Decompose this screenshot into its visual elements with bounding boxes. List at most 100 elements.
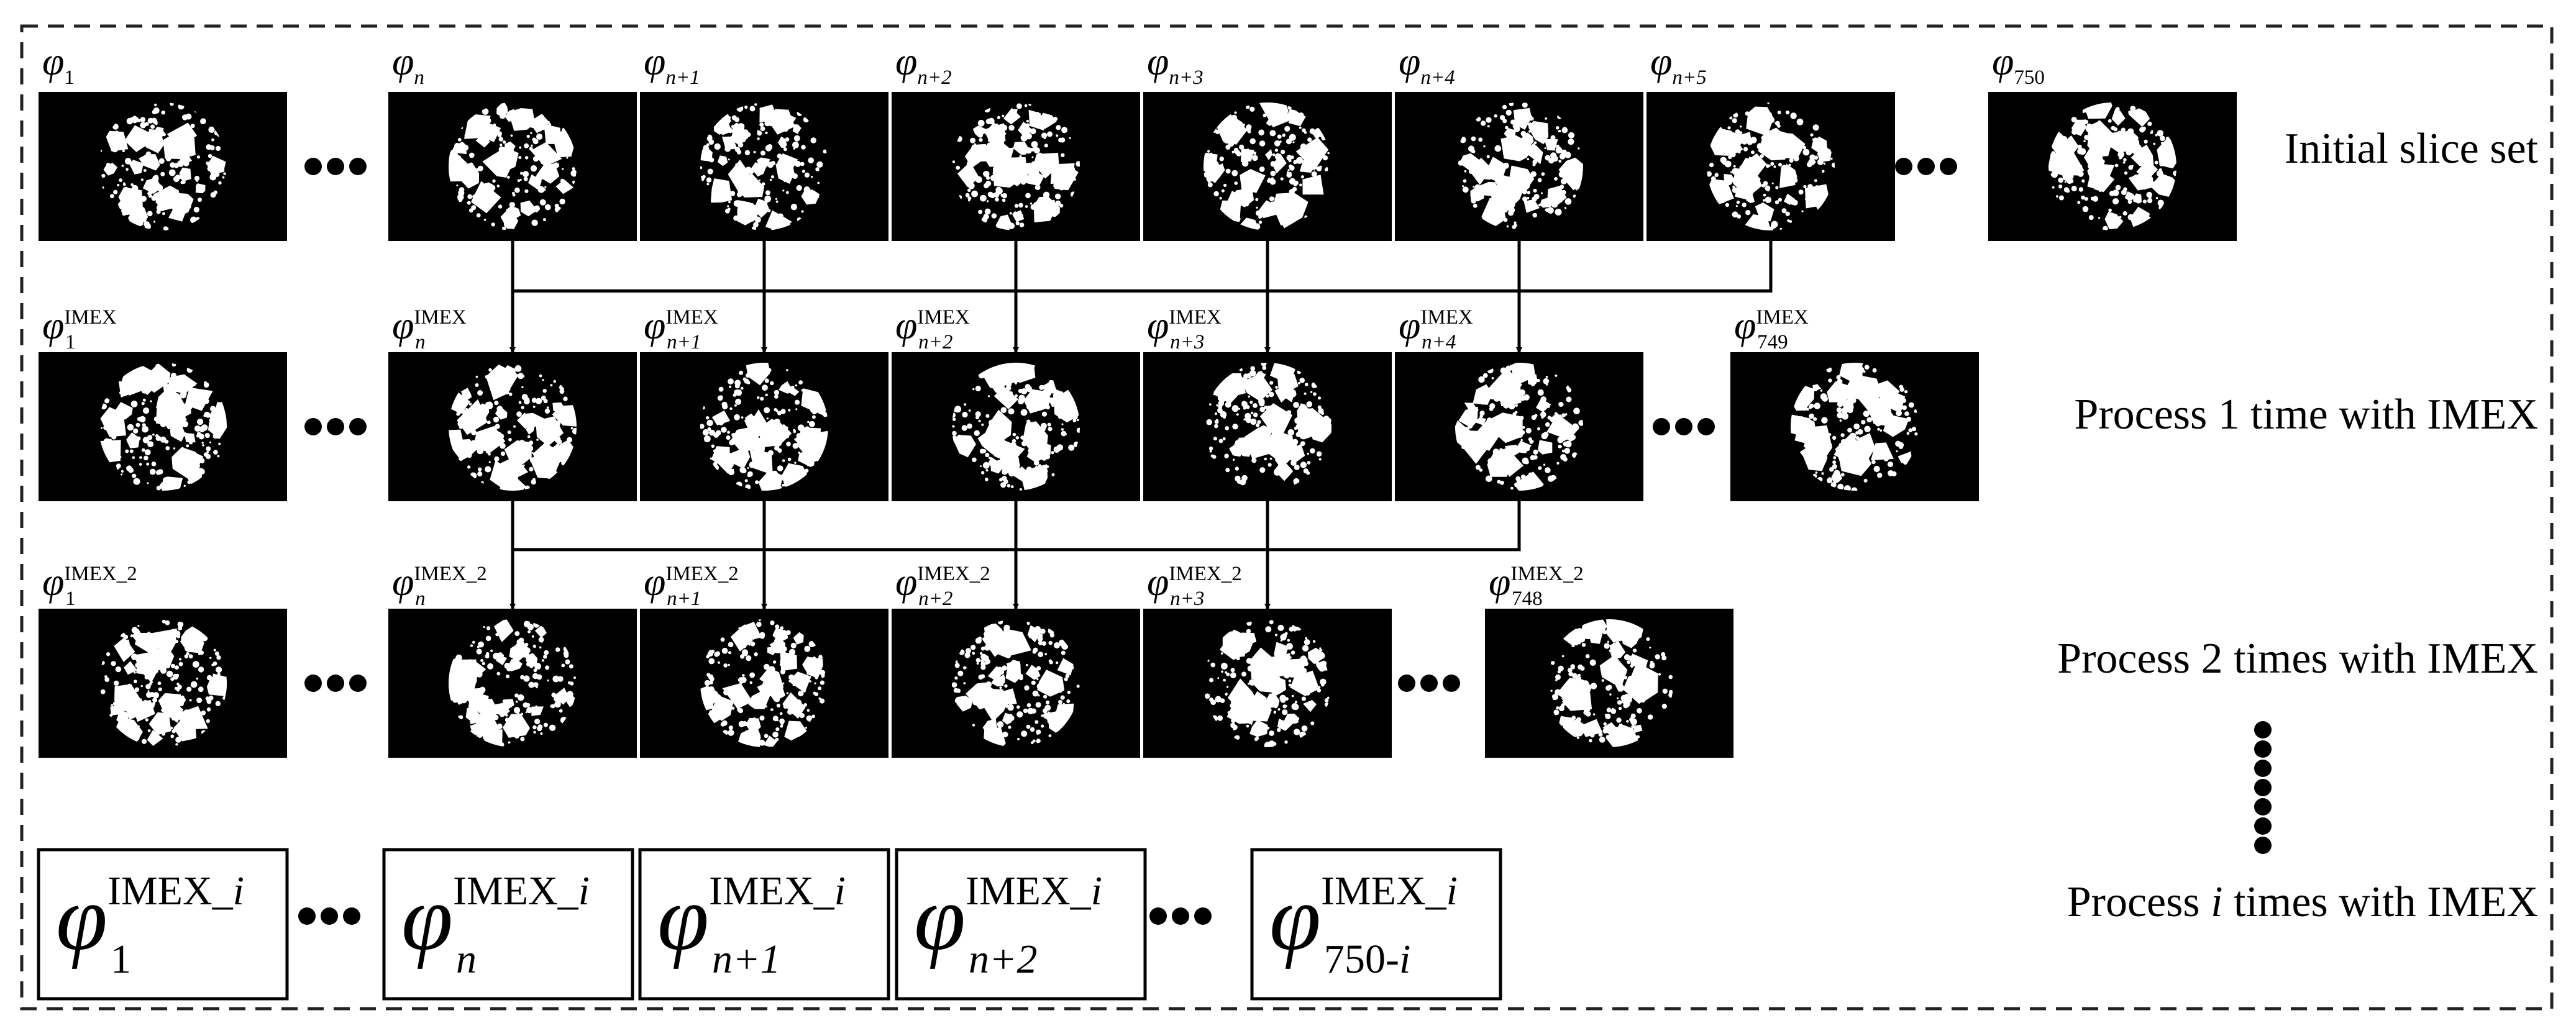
label-subscript: 1 — [65, 331, 76, 353]
slice-label: φIMEX_2 1 — [42, 560, 137, 610]
label-superscript: IMEX_2 — [64, 563, 137, 585]
slice-image — [39, 352, 287, 501]
label-superscript: IMEX — [414, 306, 466, 329]
slice-image — [892, 609, 1140, 758]
label-superscript: IMEX_2 — [917, 563, 990, 585]
phi-symbol: φ — [1734, 303, 1756, 347]
connection-line — [1016, 501, 1269, 552]
label-subscript: n+4 — [1420, 66, 1455, 89]
label-subscript: 748 — [1512, 588, 1543, 610]
slice-label: φn+3 — [1147, 39, 1204, 89]
label-subscript: n+1 — [665, 66, 700, 89]
connection-line — [1267, 241, 1521, 293]
slice-label: φn+2 — [895, 39, 952, 89]
aggregate-particles — [449, 619, 577, 747]
phi-symbol: φ — [392, 560, 414, 604]
box-border — [1250, 848, 1502, 1001]
box-subscript: n — [456, 937, 477, 982]
label-subscript: n+3 — [1170, 588, 1204, 610]
box-border — [382, 848, 634, 1001]
label-subscript: n — [415, 331, 426, 353]
ellipsis — [1398, 675, 1460, 692]
ellipsis — [298, 907, 360, 925]
box-superscript: IMEX_i — [709, 868, 846, 914]
label-superscript: IMEX_2 — [414, 563, 486, 585]
label-subscript: n+2 — [917, 66, 951, 89]
aggregate-particles — [700, 103, 827, 230]
slice-image — [388, 92, 637, 241]
slice-image — [39, 92, 287, 241]
label-subscript: 1 — [65, 588, 76, 610]
phi-symbol: φ — [42, 303, 64, 347]
slice-images — [39, 92, 2237, 758]
label-subscript: n+1 — [667, 588, 701, 610]
phi-symbol: φ — [914, 866, 966, 970]
slice-label: φn — [392, 39, 424, 89]
phi-symbol: φ — [42, 560, 64, 604]
slice-label: φ1 — [42, 39, 75, 89]
aggregate-particles — [952, 363, 1080, 491]
label-subscript: n+1 — [667, 331, 701, 353]
slice-image — [1395, 92, 1643, 241]
phi-symbol: φ — [401, 866, 453, 970]
label-superscript: IMEX_2 — [665, 563, 738, 585]
aggregate-particles — [700, 363, 828, 491]
ellipsis — [1653, 418, 1715, 435]
label-superscript: IMEX_2 — [1169, 563, 1241, 585]
slice-image — [1988, 92, 2237, 241]
phi-symbol: φ — [1399, 303, 1420, 347]
label-subscript: n+3 — [1169, 66, 1203, 89]
slice-label: φIMEX_2 n+1 — [644, 560, 739, 610]
aggregate-particles — [700, 619, 826, 747]
box-subscript: 1 — [111, 937, 131, 982]
connection-line — [513, 501, 766, 552]
label-superscript: IMEX_2 — [1510, 563, 1583, 585]
row-caption: Process 1 time with IMEX — [2074, 391, 2538, 438]
aggregate-particles — [1791, 363, 1918, 491]
row-caption: Process 2 times with IMEX — [2057, 635, 2538, 683]
box-subscript: n+1 — [712, 937, 781, 982]
dashed-frame — [20, 24, 2554, 1011]
aggregate-particles — [99, 363, 227, 491]
box-superscript: IMEX_i — [966, 868, 1102, 914]
phi-symbol: φ — [1489, 560, 1510, 604]
aggregate-particles — [1204, 620, 1330, 747]
aggregate-particles — [99, 102, 226, 230]
slice-label: φIMEX_2 748 — [1489, 560, 1584, 610]
phi-symbol: φ — [1147, 303, 1169, 347]
phi-symbol: φ — [895, 303, 917, 347]
label-superscript: IMEX — [665, 306, 718, 329]
ellipsis — [1895, 158, 1957, 175]
phi-symbol: φ — [644, 560, 665, 604]
ellipsis-dots — [298, 158, 2272, 925]
label-subscript: n — [414, 66, 424, 89]
aggregate-particles — [1455, 363, 1583, 491]
label-subscript: n — [415, 588, 426, 610]
slice-image — [640, 609, 888, 758]
aggregate-particles — [952, 102, 1080, 230]
phi-symbol: φ — [1992, 39, 2014, 83]
row-caption: Initial slice set — [2285, 125, 2539, 173]
label-subscript: 749 — [1757, 331, 1788, 353]
slice-label: φn+5 — [1650, 39, 1707, 89]
slice-image — [39, 609, 287, 758]
connection-line — [1016, 241, 1269, 293]
slice-image — [640, 92, 888, 241]
phi-symbol: φ — [1147, 560, 1169, 604]
phi-symbol: φ — [392, 39, 414, 83]
